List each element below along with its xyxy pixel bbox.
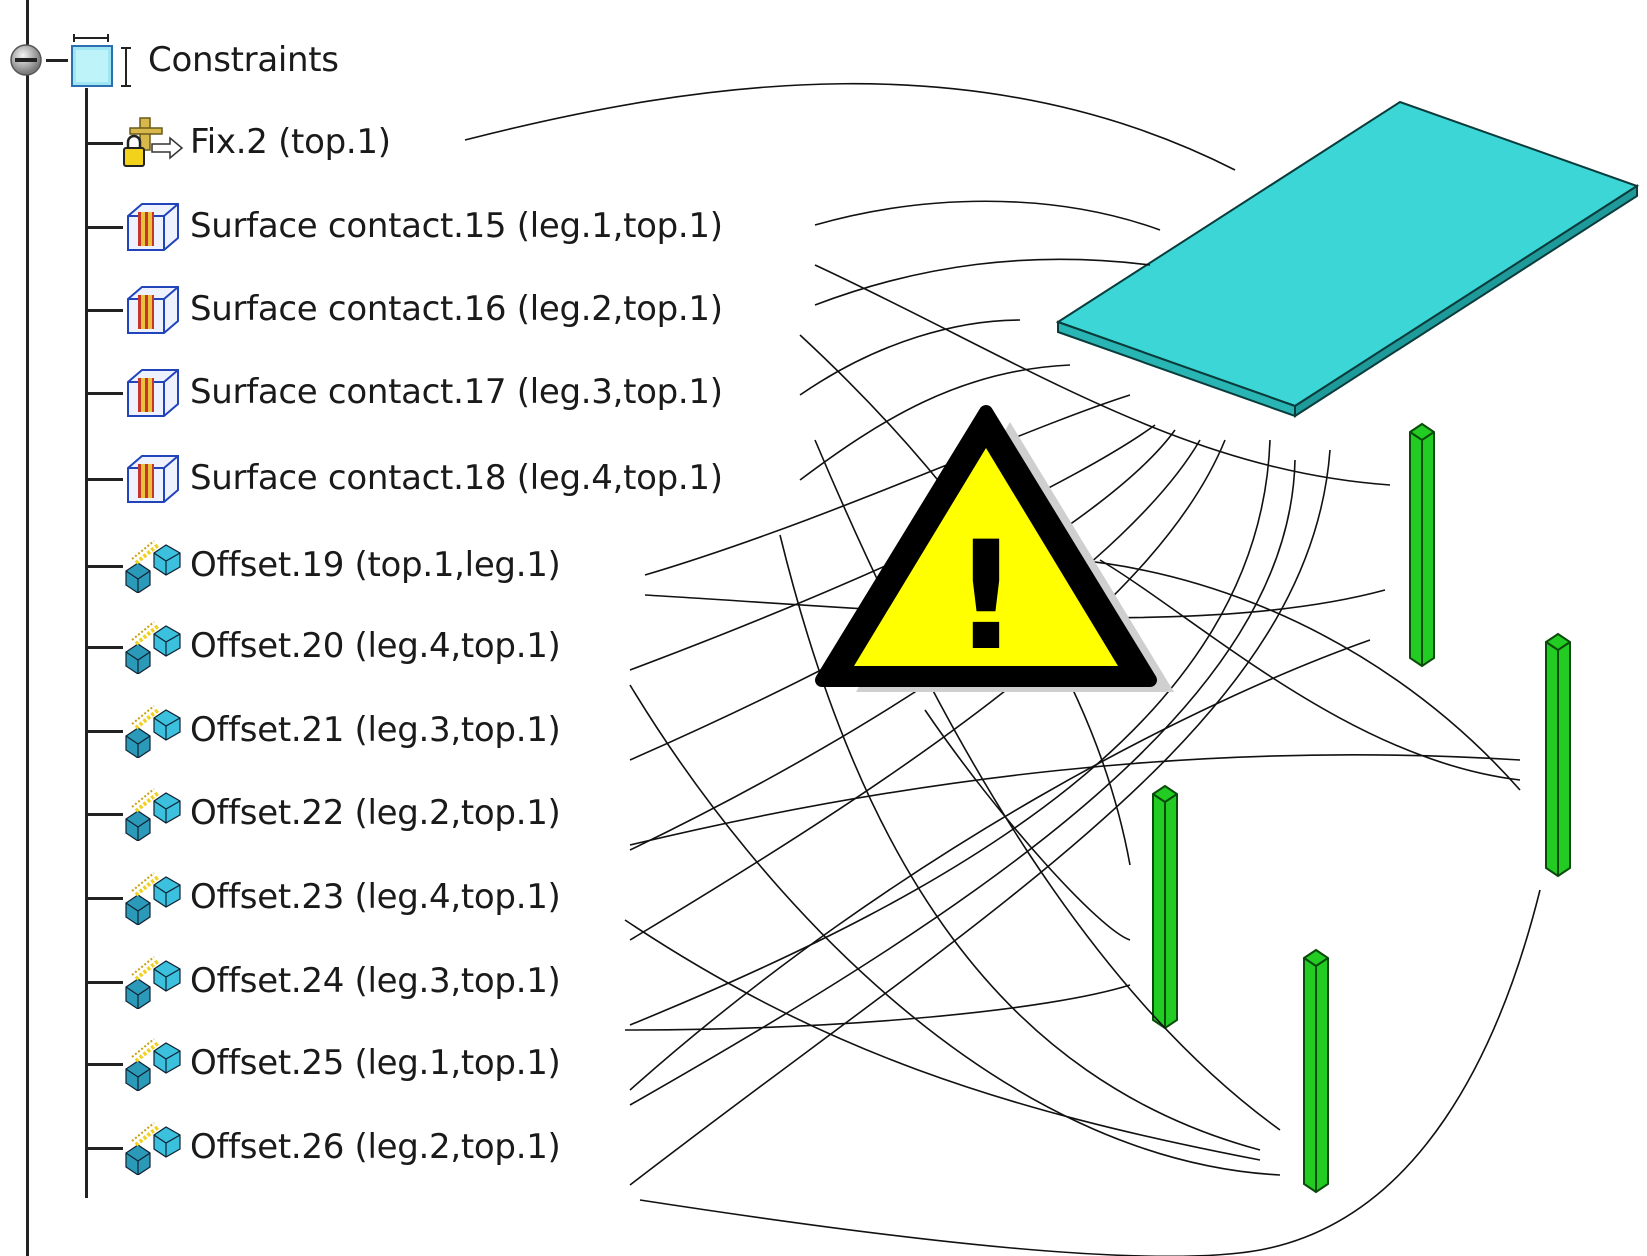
tree-root-line: [26, 0, 29, 1256]
tree-item-offset-21[interactable]: Offset.21 (leg.3,top.1): [122, 700, 561, 760]
tree-item-label: Surface contact.18 (leg.4,top.1): [190, 458, 723, 498]
tree-item-label: Offset.19 (top.1,leg.1): [190, 545, 561, 585]
tree-item-offset-26[interactable]: Offset.26 (leg.2,top.1): [122, 1117, 561, 1177]
surface-contact-icon: [122, 450, 184, 506]
tree-branch-line: [85, 88, 88, 1198]
tree-root-constraints[interactable]: Constraints: [6, 30, 339, 90]
tree-item-label: Offset.23 (leg.4,top.1): [190, 877, 561, 917]
warning-glyph: !: [952, 510, 1020, 684]
tree-item-surface-contact-18[interactable]: Surface contact.18 (leg.4,top.1): [122, 448, 723, 508]
tree-item-label: Offset.21 (leg.3,top.1): [190, 710, 561, 750]
table-top-part[interactable]: [1055, 100, 1640, 418]
surface-contact-icon: [122, 198, 184, 254]
tree-item-label: Offset.26 (leg.2,top.1): [190, 1127, 561, 1167]
offset-constraint-icon: [122, 618, 184, 674]
offset-constraint-icon: [122, 702, 184, 758]
tree-item-label: Surface contact.17 (leg.3,top.1): [190, 372, 723, 412]
tree-root-label: Constraints: [148, 40, 339, 80]
fix-constraint-icon: [122, 114, 184, 170]
tree-item-surface-contact-16[interactable]: Surface contact.16 (leg.2,top.1): [122, 279, 723, 339]
tree-item-label: Offset.24 (leg.3,top.1): [190, 961, 561, 1001]
offset-constraint-icon: [122, 953, 184, 1009]
constraint-connector-lines: [464, 82, 1541, 1256]
offset-constraint-icon: [122, 785, 184, 841]
offset-constraint-icon: [122, 869, 184, 925]
constraints-set-icon: [68, 32, 142, 88]
tree-item-offset-23[interactable]: Offset.23 (leg.4,top.1): [122, 867, 561, 927]
tree-item-offset-24[interactable]: Offset.24 (leg.3,top.1): [122, 951, 561, 1011]
tree-item-offset-20[interactable]: Offset.20 (leg.4,top.1): [122, 616, 561, 676]
surface-contact-icon: [122, 281, 184, 337]
leg-part-4[interactable]: [1303, 948, 1329, 1194]
tree-item-label: Surface contact.15 (leg.1,top.1): [190, 206, 723, 246]
warning-icon: !: [815, 405, 1174, 692]
tree-item-label: Fix.2 (top.1): [190, 122, 391, 162]
tree-item-offset-22[interactable]: Offset.22 (leg.2,top.1): [122, 783, 561, 843]
leg-part-2[interactable]: [1545, 632, 1571, 878]
tree-item-fix[interactable]: Fix.2 (top.1): [122, 112, 391, 172]
tree-item-label: Surface contact.16 (leg.2,top.1): [190, 289, 723, 329]
leg-part-1[interactable]: [1409, 422, 1435, 668]
tree-item-label: Offset.22 (leg.2,top.1): [190, 793, 561, 833]
surface-contact-icon: [122, 364, 184, 420]
offset-constraint-icon: [122, 1119, 184, 1175]
leg-part-3[interactable]: [1152, 784, 1178, 1030]
tree-item-offset-19[interactable]: Offset.19 (top.1,leg.1): [122, 535, 561, 595]
tree-item-surface-contact-15[interactable]: Surface contact.15 (leg.1,top.1): [122, 196, 723, 256]
tree-item-offset-25[interactable]: Offset.25 (leg.1,top.1): [122, 1033, 561, 1093]
tree-item-surface-contact-17[interactable]: Surface contact.17 (leg.3,top.1): [122, 362, 723, 422]
tree-item-label: Offset.20 (leg.4,top.1): [190, 626, 561, 666]
offset-constraint-icon: [122, 537, 184, 593]
offset-constraint-icon: [122, 1035, 184, 1091]
collapse-toggle-icon[interactable]: [6, 40, 46, 80]
tree-item-label: Offset.25 (leg.1,top.1): [190, 1043, 561, 1083]
